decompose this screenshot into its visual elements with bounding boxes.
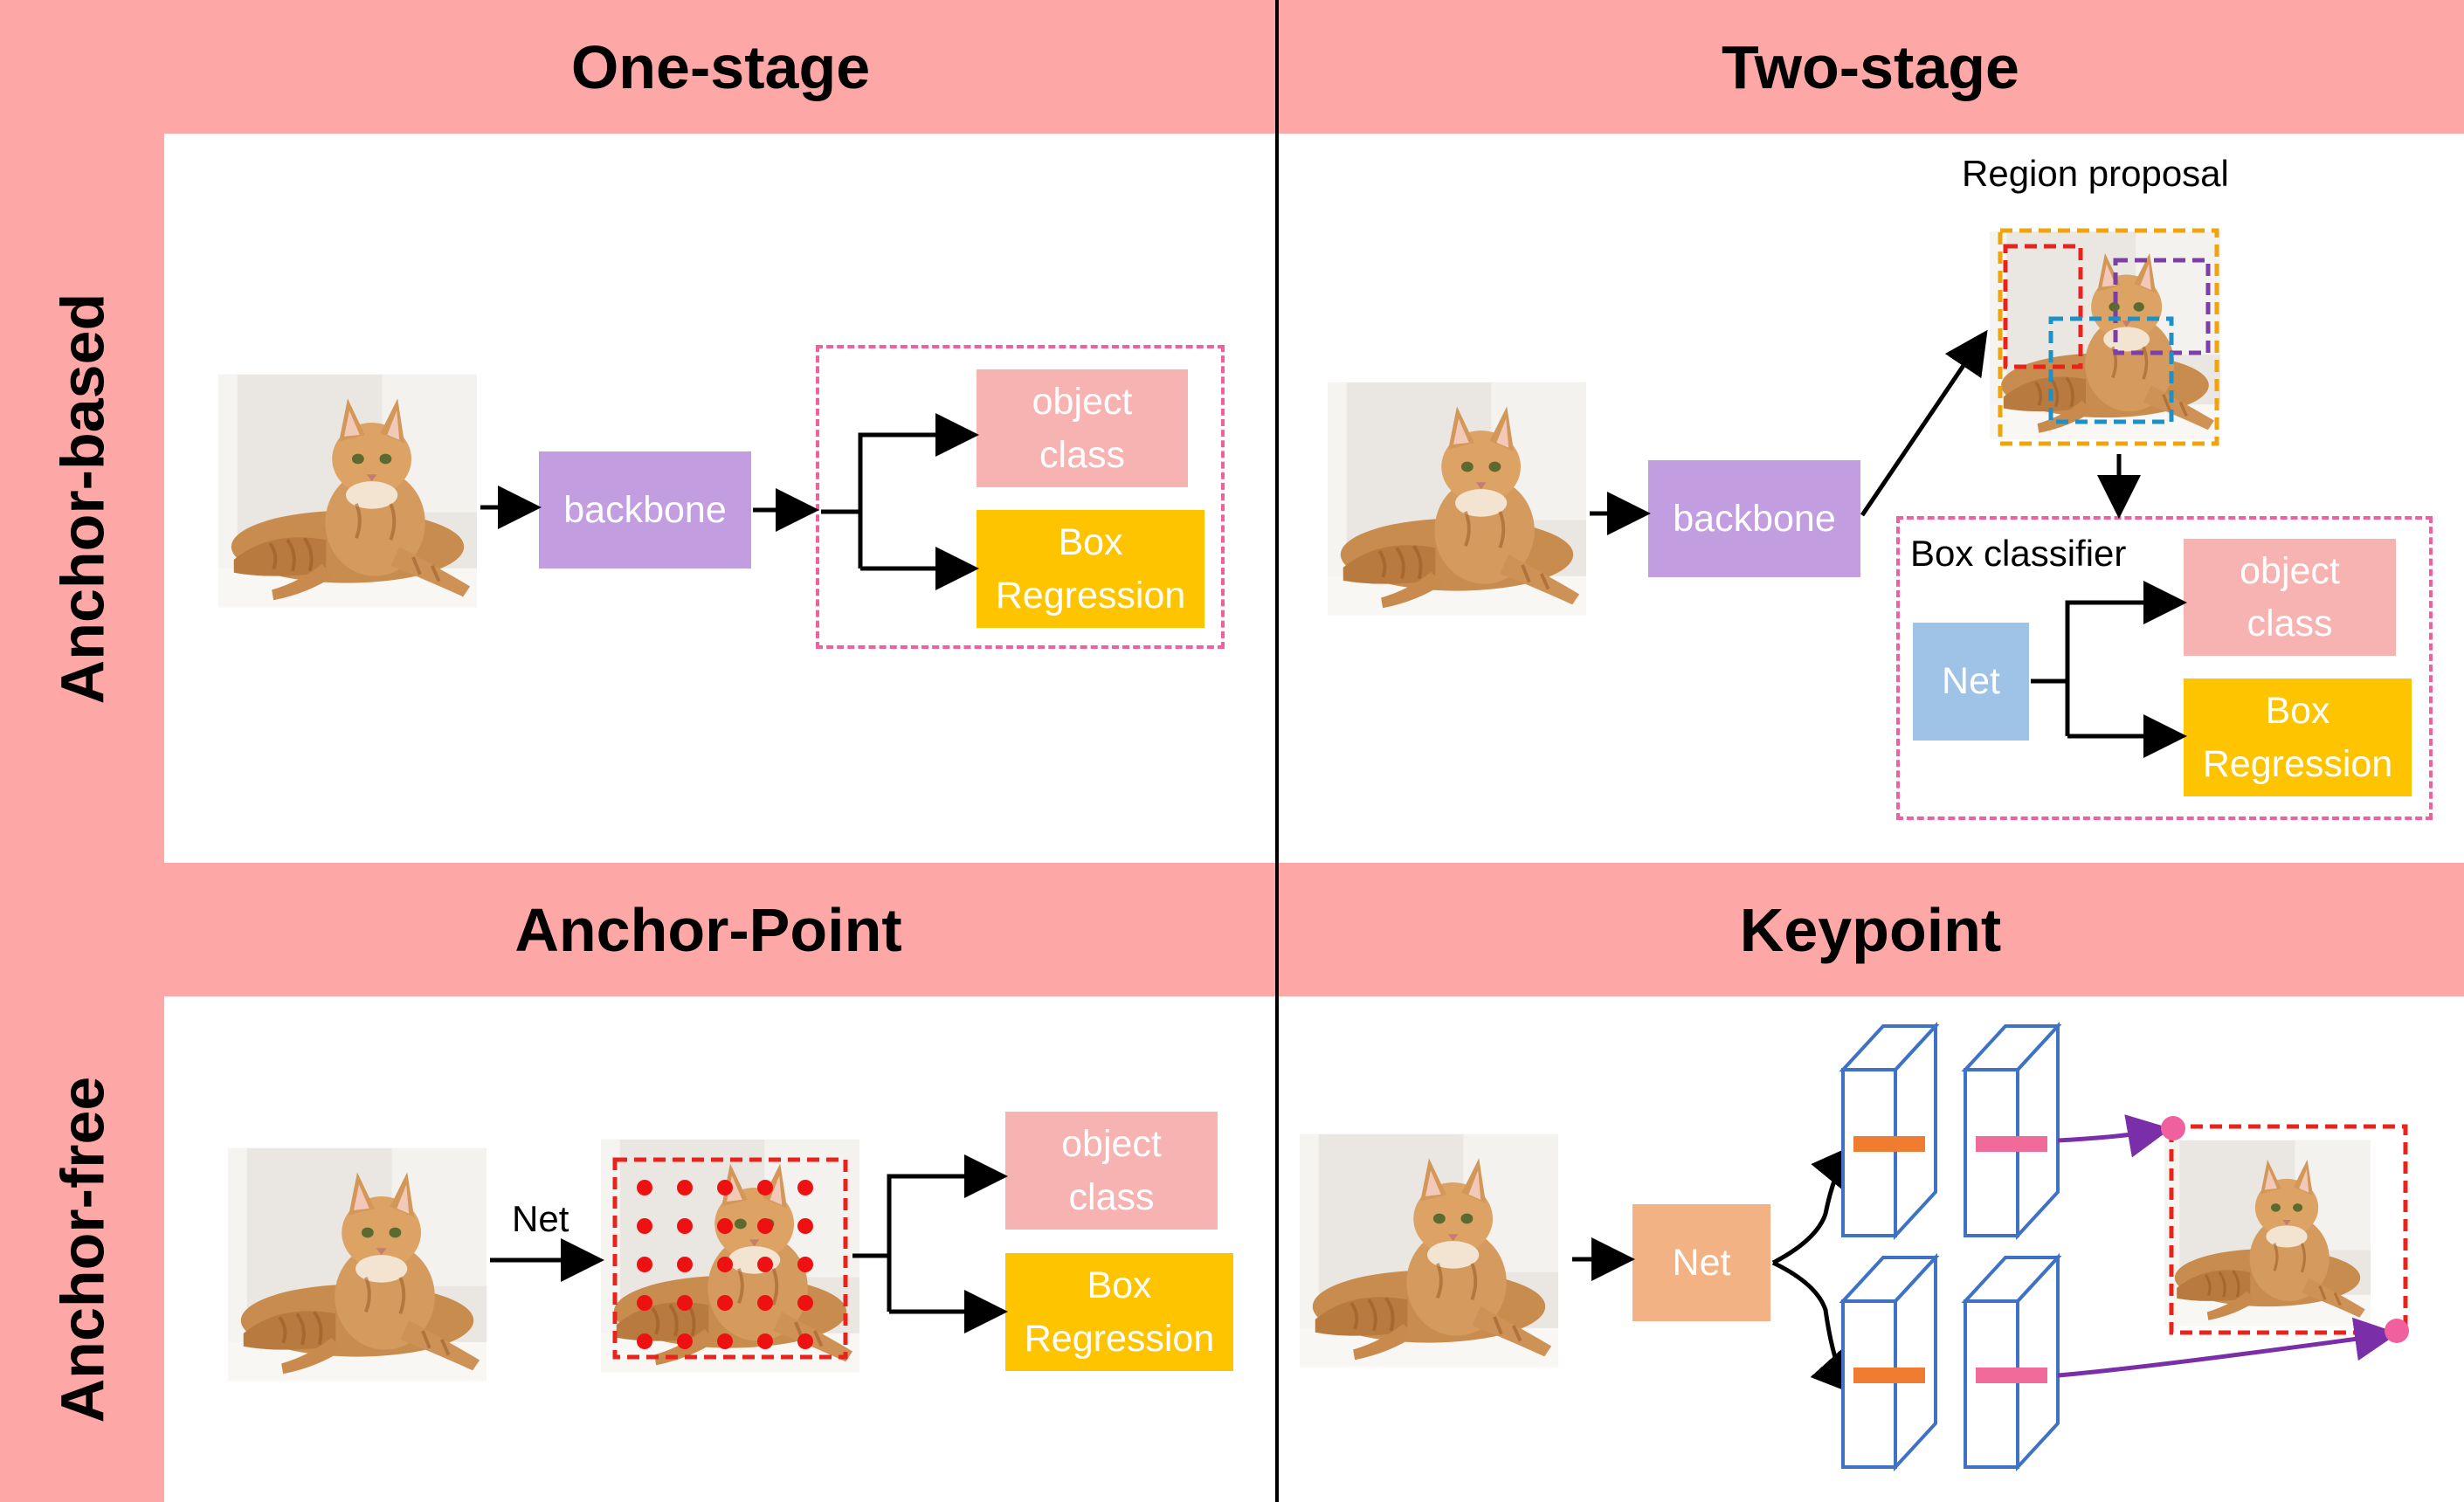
anchor-point-dot — [677, 1333, 693, 1349]
anchor-point-dot — [717, 1295, 733, 1311]
region-proposal-boxes — [1998, 228, 2219, 446]
anchor-point-dot — [797, 1180, 813, 1195]
cat-photo — [1328, 382, 1586, 616]
net-box: Net — [1632, 1204, 1770, 1321]
heatmap-bar — [1976, 1136, 2047, 1152]
anchor-point-dot — [797, 1295, 813, 1311]
anchor-point-dot — [717, 1257, 733, 1272]
anchor-points-grid — [637, 1180, 813, 1349]
anchor-point-dot — [757, 1333, 773, 1349]
anchor-point-dot — [677, 1295, 693, 1311]
anchor-point-dot — [717, 1218, 733, 1234]
anchor-point-dot — [637, 1257, 652, 1272]
object-class-box: object class — [2184, 539, 2396, 656]
net-box: Net — [1913, 623, 2029, 741]
anchor-point-dot — [797, 1333, 813, 1349]
anchor-point-frame — [612, 1157, 848, 1360]
anchor-point-dot — [757, 1295, 773, 1311]
anchor-point-dot — [677, 1257, 693, 1272]
anchor-point-dot — [677, 1180, 693, 1195]
anchor-point-header: Anchor-Point — [514, 895, 902, 964]
corner-heatmap-bottom-right — [1839, 1252, 1940, 1472]
middle-band — [0, 863, 2464, 996]
embedding-map-top — [1961, 1021, 2062, 1241]
anchor-point-dot — [637, 1295, 652, 1311]
anchor-point-dot — [637, 1333, 652, 1349]
keypoint-header: Keypoint — [1739, 895, 2002, 964]
heatmap-bar — [1853, 1136, 1925, 1152]
box-regression-box: Box Regression — [977, 510, 1204, 628]
cat-photo — [218, 374, 477, 608]
cat-photo — [1300, 1133, 1558, 1368]
anchor-point-dot — [757, 1257, 773, 1272]
heatmap-cuboids — [1839, 1021, 2062, 1472]
anchor-point-dot — [757, 1180, 773, 1195]
one-stage-header: One-stage — [570, 32, 871, 101]
anchor-point-arrows — [490, 1154, 1008, 1333]
object-class-box: object class — [1005, 1112, 1218, 1230]
corner-heatmap-top-left — [1839, 1021, 1940, 1241]
two-stage-header: Two-stage — [1722, 32, 2019, 101]
anchor-point-dot — [637, 1180, 652, 1195]
keypoint-output-image — [2164, 1138, 2371, 1328]
keypoint-purple-arrows — [2057, 1114, 2398, 1378]
bottom-right-keypoint-marker — [2385, 1319, 2409, 1343]
top-left-keypoint-marker — [2161, 1116, 2185, 1140]
keypoint-split-arrows — [1771, 1144, 1856, 1395]
backbone-box: backbone — [539, 451, 751, 568]
anchor-point-dot — [717, 1180, 733, 1195]
net-label: Net — [512, 1198, 569, 1239]
heatmap-bar — [1853, 1368, 1925, 1383]
anchor-point-dot — [717, 1333, 733, 1349]
two-stage-arrows — [1590, 329, 2187, 758]
one-stage-arrows — [480, 413, 979, 590]
anchor-point-dot — [637, 1218, 652, 1234]
box-classifier-label: Box classifier — [1910, 533, 2127, 574]
object-class-box: object class — [977, 369, 1188, 487]
left-sidebar-band — [0, 0, 164, 1502]
box-classifier-dashed-frame — [1896, 516, 2433, 820]
heatmap-bar — [1976, 1368, 2047, 1383]
box-regression-box: Box Regression — [1005, 1253, 1233, 1371]
region-proposal-image — [1990, 230, 2220, 441]
anchor-point-dot — [797, 1257, 813, 1272]
anchor-point-dot — [797, 1218, 813, 1234]
anchor-point-dot — [677, 1218, 693, 1234]
anchor-point-dot — [757, 1218, 773, 1234]
embedding-map-bottom — [1961, 1252, 2062, 1472]
top-band — [0, 0, 2464, 134]
backbone-box: backbone — [1648, 460, 1860, 577]
region-proposal-label: Region proposal — [1962, 153, 2229, 194]
cat-photo — [228, 1147, 487, 1381]
keypoint-output-frame — [2169, 1124, 2408, 1335]
box-regression-box: Box Regression — [2184, 679, 2412, 796]
